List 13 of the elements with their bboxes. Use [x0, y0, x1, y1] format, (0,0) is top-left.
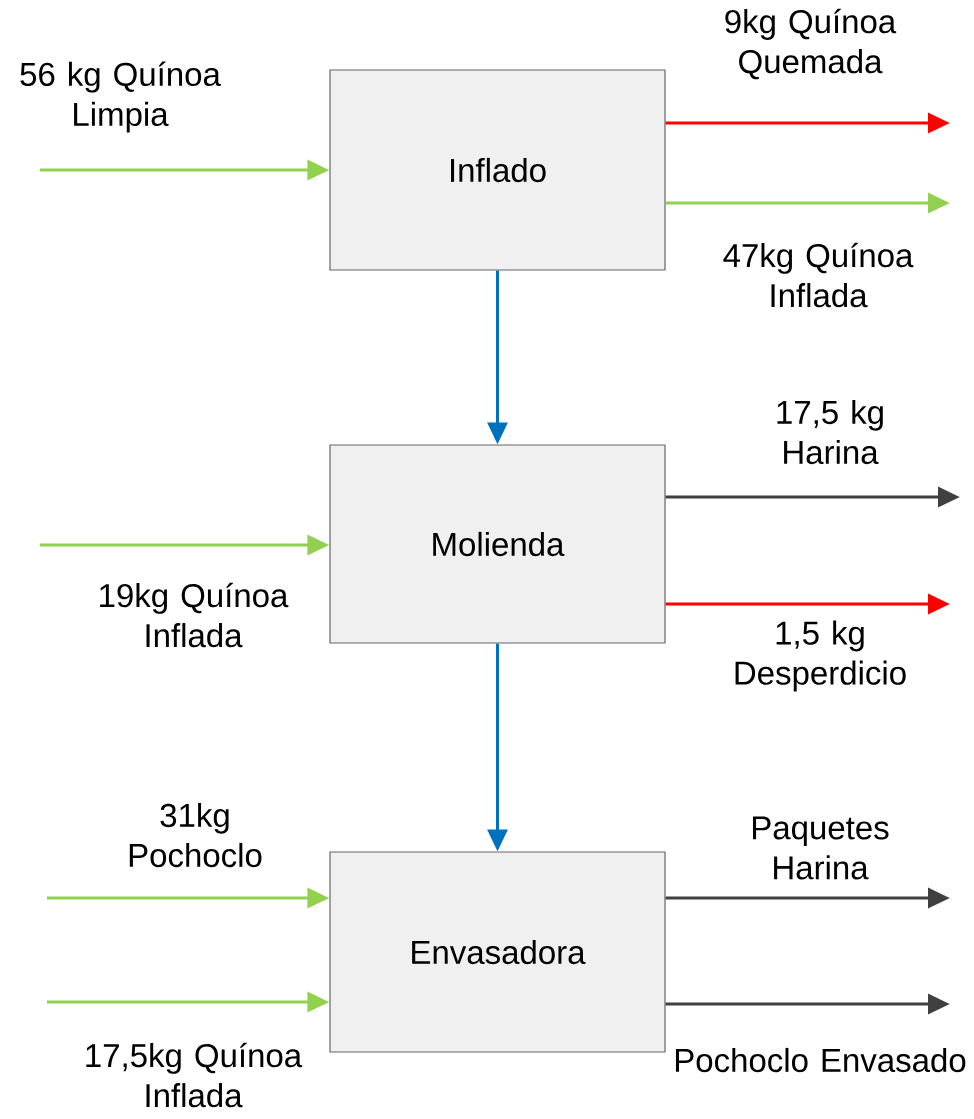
edge-label: 19kg Quínoa Inflada: [100, 582, 289, 648]
edge-label: 17,5kg Quínoa Inflada: [86, 1042, 303, 1108]
edge-label: Pochoclo Envasado: [675, 1047, 966, 1073]
edge-label: 31kg Pochoclo: [129, 802, 262, 868]
edge-label: 56 kg Quínoa Limpia: [20, 61, 221, 133]
edge-label: 47kg Quínoa Inflada: [723, 242, 914, 308]
edge-label: Paquetes Harina: [753, 816, 889, 880]
process-box: Envasadora: [329, 851, 666, 1053]
process-box: Molienda: [329, 444, 666, 644]
edge-label: 9kg Quínoa Quemada: [725, 8, 897, 80]
edge-label: 17,5 kg Harina: [777, 399, 883, 465]
edge-label: 1,5 kg Desperdicio: [735, 620, 906, 692]
process-box: Inflado: [329, 69, 666, 271]
